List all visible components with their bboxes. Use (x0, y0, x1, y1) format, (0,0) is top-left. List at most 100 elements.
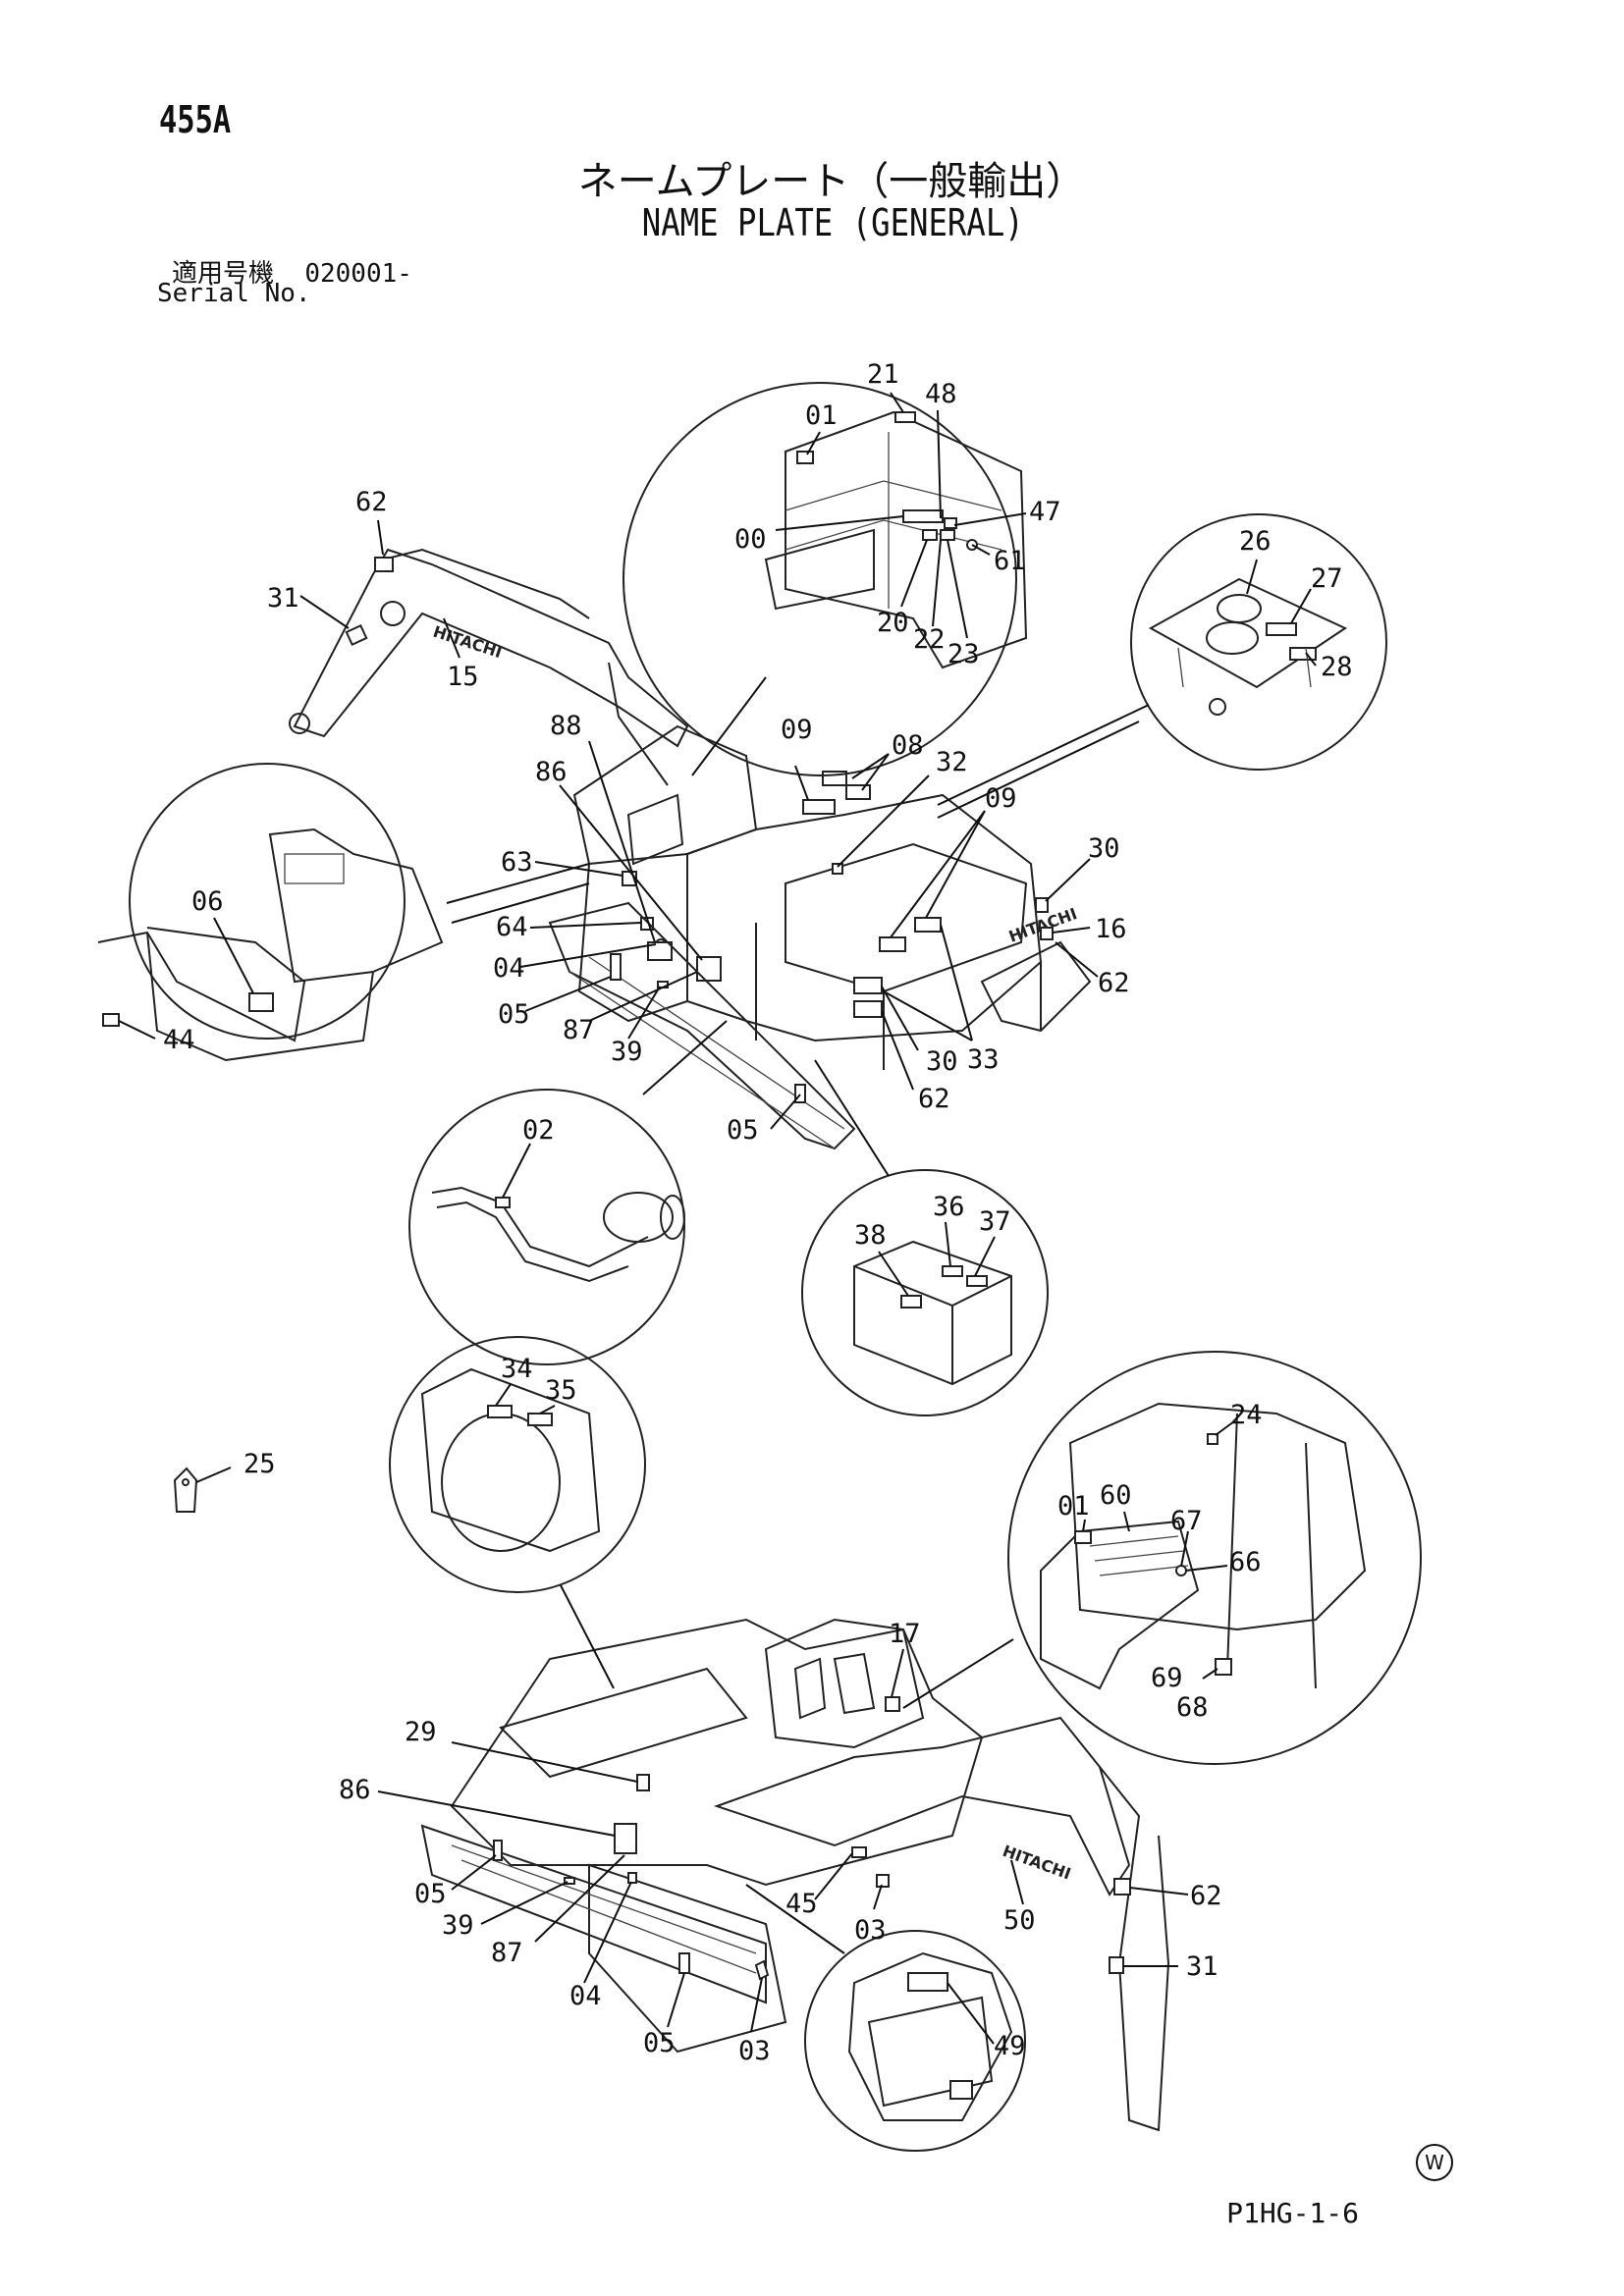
detail-circle-radiator (389, 1336, 646, 1593)
callout-50: 50 (1003, 1905, 1036, 1936)
leader-60 (1123, 1511, 1130, 1532)
leader-05c (451, 1854, 497, 1891)
callout-34: 34 (501, 1354, 533, 1384)
serial-label-jp: 適用号機 (172, 259, 275, 289)
battery-box (853, 1240, 1012, 1386)
footer-code: P1HG-1-6 (1226, 2197, 1359, 2229)
cab-seat-grille (1089, 1535, 1189, 1576)
leader-87b (534, 1854, 625, 1943)
callout-01b: 01 (1057, 1491, 1090, 1522)
plate-31-arm (345, 623, 368, 647)
boom-top-edge (382, 548, 590, 619)
plate-05-track-rear (794, 1084, 806, 1103)
leader-05d (667, 1972, 685, 2028)
callout-49: 49 (994, 2031, 1026, 2061)
callout-63: 63 (501, 847, 533, 878)
boom-cylinder (608, 662, 669, 786)
serial-label-en: Serial No. (157, 279, 311, 308)
leader-33-b (940, 924, 973, 1041)
callout-02: 02 (522, 1115, 555, 1146)
cab-seat-console (1040, 1520, 1200, 1690)
toolbox-lid (867, 1996, 994, 2108)
leader-09b-r (925, 810, 986, 919)
boom-outline (293, 548, 689, 748)
callout-36: 36 (933, 1192, 965, 1222)
callout-48: 48 (925, 379, 957, 409)
title-english: NAME PLATE (GENERAL) (641, 201, 1024, 244)
leader-03a (873, 1884, 883, 1910)
leader-09a (794, 765, 809, 801)
callout-24: 24 (1230, 1400, 1263, 1430)
callout-33: 33 (967, 1044, 1000, 1075)
circle-radio (1130, 513, 1387, 771)
leader-87a (588, 971, 698, 1022)
callout-03b: 03 (738, 2036, 771, 2066)
plate-03-lower-b (754, 1959, 770, 1981)
callout-05a: 05 (498, 999, 530, 1030)
callout-61: 61 (994, 546, 1026, 576)
callout-86a: 86 (535, 757, 568, 787)
detail-circle-console (97, 763, 444, 1062)
callout-45: 45 (785, 1889, 818, 1919)
plate-34 (487, 1405, 513, 1418)
callout-60: 60 (1100, 1480, 1132, 1511)
circle-toolbox (804, 1930, 1026, 2152)
plate-05-track (610, 953, 622, 981)
plate-05-lower-b (678, 1952, 690, 1974)
bucket-pin (289, 713, 310, 734)
radiator-fan-shroud (441, 1413, 561, 1552)
leader-23 (947, 539, 968, 639)
leader-39b (480, 1881, 568, 1925)
callout-62a: 62 (355, 487, 388, 517)
callout-04b: 04 (569, 1981, 602, 2011)
leader-49 (947, 1982, 995, 2045)
plate-38 (900, 1295, 922, 1308)
leader-47 (953, 512, 1027, 526)
callout-09a: 09 (781, 715, 813, 745)
plate-39-lower (564, 1877, 575, 1885)
leader-21 (890, 392, 904, 413)
leader-31a (299, 595, 350, 629)
plate-28 (1289, 647, 1317, 661)
plate-17 (885, 1696, 900, 1712)
callout-86b: 86 (339, 1775, 371, 1805)
plate-35 (527, 1413, 553, 1426)
callout-39b: 39 (442, 1910, 474, 1941)
lower-arm (1099, 1766, 1170, 2132)
lower-cab-windows (793, 1652, 876, 1720)
plate-03-lower-a (876, 1874, 890, 1888)
circle-cab-seat (1007, 1351, 1422, 1765)
leader-30a (1045, 858, 1091, 902)
connector-radio (937, 704, 1150, 806)
callout-62d: 62 (1190, 1881, 1222, 1911)
leader-01a (806, 431, 821, 455)
plate-09-top (802, 799, 836, 815)
plate-06 (248, 992, 274, 1012)
callout-15: 15 (447, 662, 479, 692)
leader-63 (534, 861, 623, 877)
callout-64: 64 (496, 912, 528, 942)
plate-22 (940, 529, 955, 541)
leader-00 (775, 515, 904, 531)
lower-body-outline (450, 1618, 984, 1887)
lower-track-shoes (451, 1844, 757, 1974)
leader-04b (583, 1881, 632, 1984)
leader-62b (1055, 941, 1099, 978)
boom-brand-text: HITACHI (431, 622, 505, 662)
plate-30-rear (853, 977, 883, 994)
callout-28: 28 (1321, 652, 1353, 682)
hose-line-lower (436, 1201, 629, 1283)
leader-62c (881, 1010, 914, 1091)
leader-50 (1010, 1859, 1024, 1905)
leader-16 (1052, 927, 1091, 934)
callout-08: 08 (892, 730, 924, 761)
arm-pin (380, 601, 406, 626)
circle-hose (408, 1089, 685, 1365)
radio-speaker (1206, 621, 1259, 655)
leader-62d (1129, 1887, 1189, 1896)
pump-body (603, 1192, 674, 1243)
plate-24 (1207, 1433, 1218, 1445)
radiator-frame (420, 1367, 601, 1553)
console-base (146, 932, 374, 1062)
